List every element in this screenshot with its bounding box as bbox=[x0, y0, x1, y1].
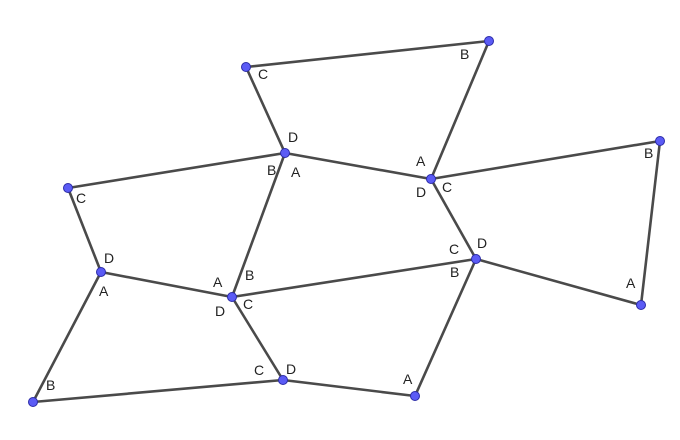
vertex-label: D bbox=[215, 303, 225, 319]
vertex-label: B bbox=[245, 267, 254, 283]
vertex-label: C bbox=[254, 362, 264, 378]
vertex-label: A bbox=[213, 274, 223, 290]
edge bbox=[66, 151, 287, 190]
vertex-label: A bbox=[416, 153, 426, 169]
edge bbox=[66, 186, 103, 274]
vertex-label: C bbox=[258, 66, 268, 82]
edge bbox=[429, 177, 478, 261]
edge bbox=[639, 139, 662, 307]
edge bbox=[281, 378, 417, 398]
edge bbox=[244, 39, 491, 69]
edge bbox=[429, 139, 662, 181]
vertex-label: B bbox=[46, 377, 55, 393]
vertex-label: B bbox=[644, 145, 653, 161]
vertex-point bbox=[278, 375, 288, 385]
vertex-point bbox=[484, 36, 494, 46]
vertex-label: D bbox=[104, 250, 114, 266]
edge bbox=[99, 270, 234, 299]
edge bbox=[31, 378, 285, 404]
vertex-label: D bbox=[416, 184, 426, 200]
vertex-point bbox=[96, 267, 106, 277]
edge bbox=[413, 257, 478, 398]
edge bbox=[244, 65, 287, 155]
vertex-label: C bbox=[449, 241, 459, 257]
vertices bbox=[28, 36, 665, 407]
edge bbox=[230, 151, 287, 299]
vertex-label: B bbox=[450, 264, 459, 280]
vertex-point bbox=[241, 62, 251, 72]
edges bbox=[31, 39, 662, 404]
edge bbox=[283, 151, 433, 181]
vertex-point bbox=[426, 174, 436, 184]
vertex-label: D bbox=[477, 235, 487, 251]
vertex-label: A bbox=[291, 164, 301, 180]
vertex-label: D bbox=[288, 129, 298, 145]
vertex-label: A bbox=[403, 371, 413, 387]
vertex-point bbox=[227, 292, 237, 302]
vertex-point bbox=[280, 148, 290, 158]
edge bbox=[429, 39, 491, 181]
vertex-point bbox=[471, 254, 481, 264]
vertex-label: C bbox=[442, 179, 452, 195]
vertex-point bbox=[655, 136, 665, 146]
vertex-label: B bbox=[460, 46, 469, 62]
edge bbox=[230, 295, 285, 382]
vertex-label: A bbox=[626, 275, 636, 291]
edge bbox=[474, 257, 643, 307]
vertex-label: C bbox=[76, 190, 86, 206]
vertex-label: D bbox=[286, 361, 296, 377]
vertex-point bbox=[28, 397, 38, 407]
vertex-point bbox=[410, 391, 420, 401]
edge bbox=[230, 257, 478, 299]
vertex-label: A bbox=[99, 283, 109, 299]
vertex-point bbox=[636, 300, 646, 310]
vertex-label: C bbox=[243, 296, 253, 312]
vertex-label: B bbox=[267, 162, 276, 178]
vertex-labels: C B D B A A D C B C D A A B D C C D B A … bbox=[46, 46, 653, 393]
vertex-point bbox=[63, 183, 73, 193]
edge bbox=[31, 270, 103, 404]
